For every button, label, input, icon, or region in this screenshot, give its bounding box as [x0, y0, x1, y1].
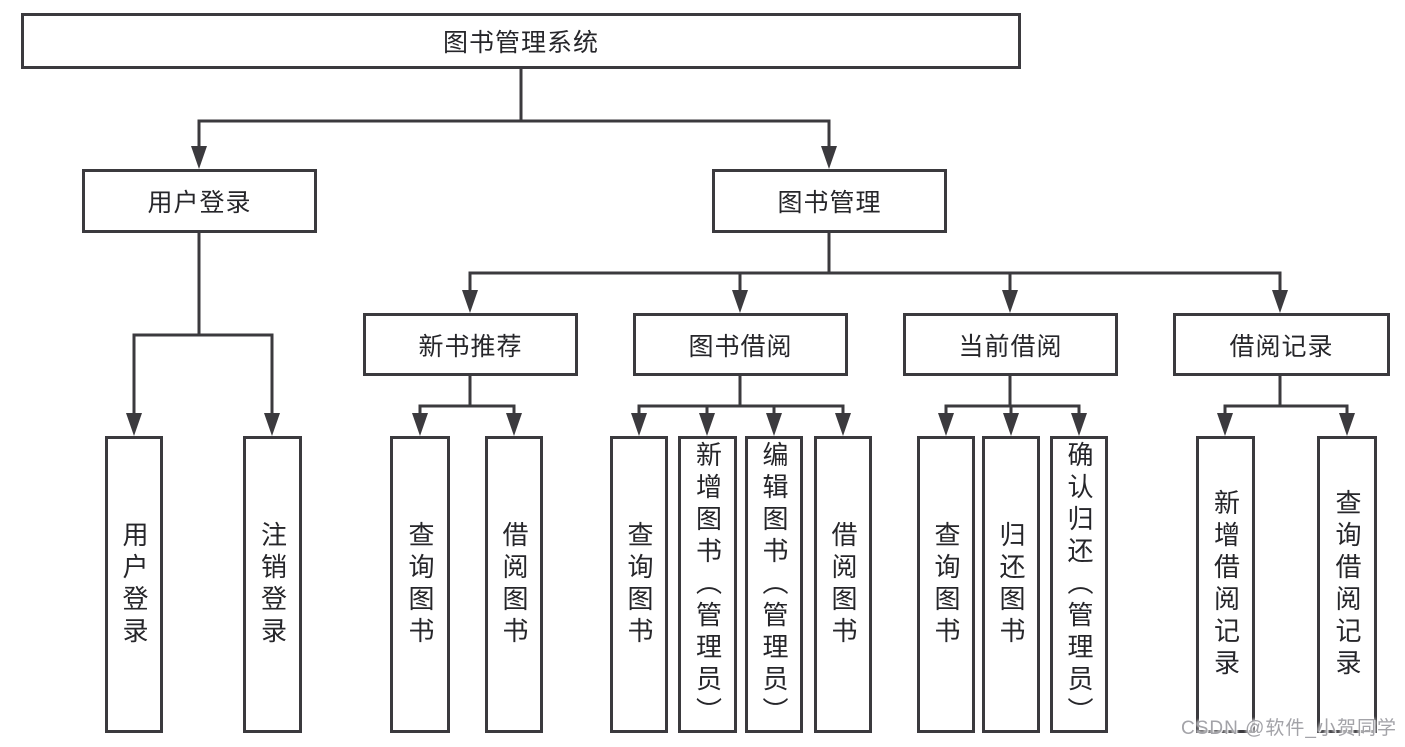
arrowhead-icon: [938, 413, 954, 436]
arrowhead-icon: [835, 413, 851, 436]
node-label: 借阅图书: [499, 520, 529, 649]
node-label: 编辑图书（管理员）: [759, 440, 789, 729]
node-label: 查询图书: [405, 520, 435, 649]
arrowhead-icon: [462, 290, 478, 313]
node-label: 新书推荐: [418, 332, 523, 361]
node-label: 新增图书（管理员）: [692, 440, 723, 729]
node-label: 归还图书: [996, 520, 1026, 649]
node-label: 新增借阅记录: [1210, 488, 1241, 681]
node-leaf-edit-books-admin: 编辑图书（管理员）: [745, 436, 803, 733]
connector-user-login-to-leaves: [126, 233, 280, 436]
node-label: 查询图书: [931, 520, 961, 649]
arrowhead-icon: [506, 413, 522, 436]
connector-new-book-recommend-to-leaves: [412, 376, 522, 436]
node-leaf-logout: 注销登录: [243, 436, 302, 733]
connector-line: [637, 404, 845, 418]
connector-line: [418, 404, 516, 418]
node-leaf-confirm-return-admin: 确认归还（管理员）: [1050, 436, 1108, 733]
node-user-login-branch: 用户登录: [82, 169, 317, 233]
connector-line: [1223, 404, 1349, 418]
arrowhead-icon: [1217, 413, 1233, 436]
node-leaf-query-books-recommend: 查询图书: [390, 436, 450, 733]
node-label: 图书管理系统: [442, 29, 599, 57]
node-label: 借阅记录: [1229, 332, 1334, 361]
node-leaf-add-borrow-record: 新增借阅记录: [1196, 436, 1255, 733]
node-leaf-return-books: 归还图书: [982, 436, 1040, 733]
connector-book-borrow-to-leaves: [631, 376, 851, 436]
connector-line: [197, 119, 831, 150]
arrowhead-icon: [699, 413, 715, 436]
arrowhead-icon: [264, 413, 280, 436]
node-label: 查询借阅记录: [1332, 488, 1362, 681]
connector-book-management-to-level3: [462, 233, 1288, 313]
node-current-borrow: 当前借阅: [903, 313, 1118, 376]
connector-borrow-records-to-leaves: [1217, 376, 1355, 436]
node-book-borrow: 图书借阅: [633, 313, 848, 376]
connector-line: [132, 333, 274, 418]
node-leaf-borrow-books-recommend: 借阅图书: [485, 436, 543, 733]
node-label: 注销登录: [257, 520, 288, 649]
connector-line: [468, 271, 1282, 294]
arrowhead-icon: [732, 290, 748, 313]
arrowhead-icon: [1003, 413, 1019, 436]
node-label: 图书管理: [777, 189, 882, 217]
node-leaf-query-books-current: 查询图书: [917, 436, 975, 733]
node-label: 当前借阅: [958, 332, 1063, 361]
arrowhead-icon: [821, 146, 837, 169]
node-label: 用户登录: [147, 189, 252, 217]
connector-current-borrow-to-leaves: [938, 376, 1087, 436]
node-new-book-recommend: 新书推荐: [363, 313, 578, 376]
node-book-management-branch: 图书管理: [712, 169, 947, 233]
node-label: 查询图书: [624, 520, 654, 649]
node-label: 用户登录: [119, 520, 149, 649]
node-label: 借阅图书: [828, 520, 858, 649]
arrowhead-icon: [126, 413, 142, 436]
csdn-watermark: CSDN @软件_小贺同学: [1181, 718, 1397, 739]
node-root-library-system: 图书管理系统: [21, 13, 1021, 69]
node-borrow-records: 借阅记录: [1173, 313, 1390, 376]
node-leaf-query-books-borrow: 查询图书: [610, 436, 668, 733]
node-leaf-user-login: 用户登录: [105, 436, 163, 733]
node-label: 确认归还（管理员）: [1064, 440, 1094, 729]
node-leaf-borrow-books: 借阅图书: [814, 436, 872, 733]
arrowhead-icon: [1272, 290, 1288, 313]
arrowhead-icon: [191, 146, 207, 169]
node-leaf-query-borrow-record: 查询借阅记录: [1317, 436, 1377, 733]
arrowhead-icon: [631, 413, 647, 436]
arrowhead-icon: [1339, 413, 1355, 436]
arrowhead-icon: [412, 413, 428, 436]
node-leaf-add-books-admin: 新增图书（管理员）: [678, 436, 737, 733]
arrowhead-icon: [766, 413, 782, 436]
node-label: 图书借阅: [688, 332, 793, 361]
connector-root-to-level2: [191, 69, 837, 169]
arrowhead-icon: [1002, 290, 1018, 313]
arrowhead-icon: [1071, 413, 1087, 436]
